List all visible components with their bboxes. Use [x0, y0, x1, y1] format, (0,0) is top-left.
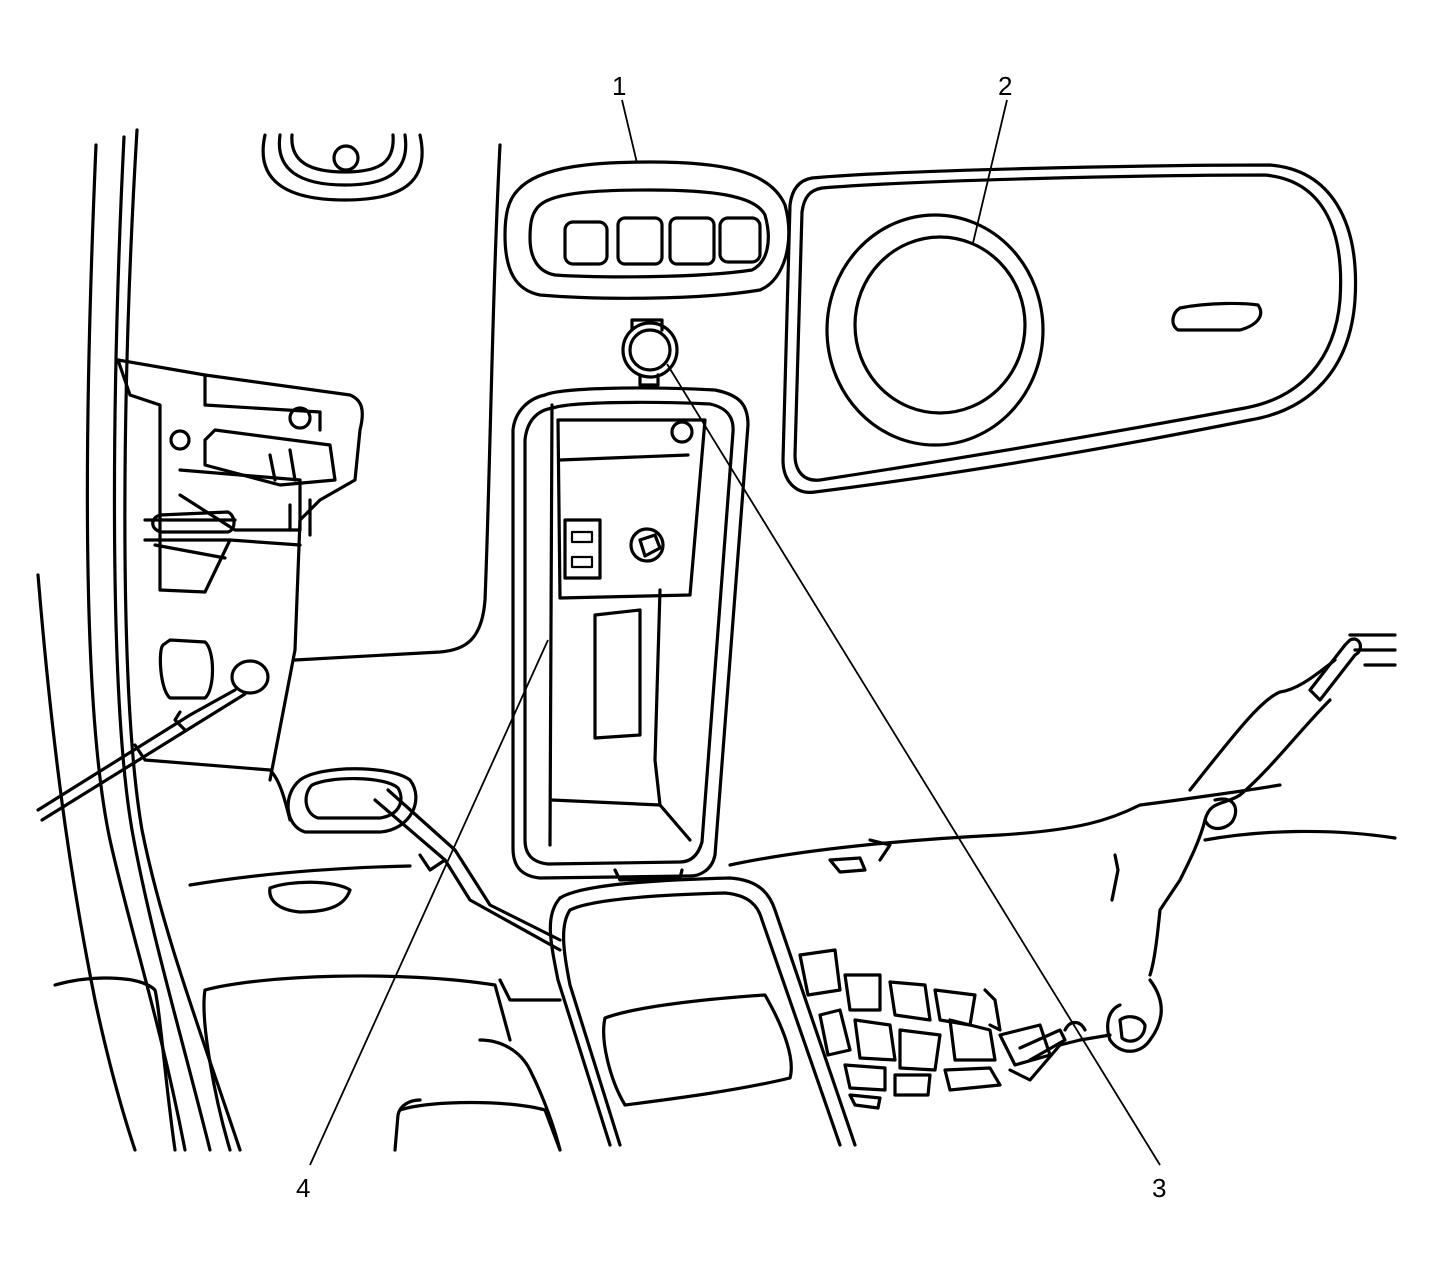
floor-trim	[188, 783, 1397, 1152]
leader-3	[666, 363, 1161, 1166]
leader-1	[621, 99, 638, 164]
leader-4	[309, 639, 549, 1166]
console-lid	[548, 868, 857, 1147]
accessory-outlet	[621, 318, 679, 387]
leader-lines	[309, 99, 1161, 1166]
console-storage-pocket	[511, 386, 750, 880]
callout-4: 4	[296, 1173, 310, 1203]
callout-3: 3	[1152, 1173, 1166, 1203]
cargo-net	[798, 838, 1087, 1110]
speaker-panel	[781, 163, 1358, 494]
left-pillar	[36, 128, 502, 1152]
dome-light	[261, 133, 424, 202]
leader-2	[972, 99, 1008, 244]
switch-bezel	[503, 160, 791, 300]
left-latch-bracket	[36, 358, 364, 822]
callout-2: 2	[998, 71, 1012, 101]
seat-belt-right	[1078, 633, 1397, 1053]
seat-belt-buckle-left	[286, 767, 562, 952]
callout-1: 1	[612, 71, 626, 101]
